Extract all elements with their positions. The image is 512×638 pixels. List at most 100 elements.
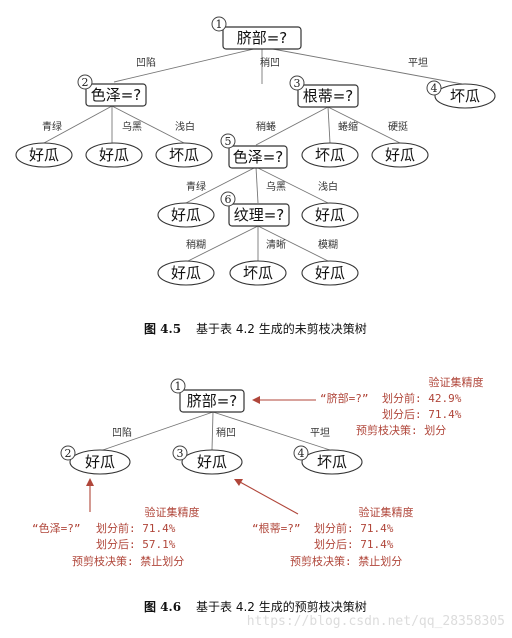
node-number-badge xyxy=(289,75,305,91)
leaf-node xyxy=(155,142,213,168)
figure-caption-label: 图 4.5 xyxy=(144,322,181,336)
leaf-label: 好瓜 xyxy=(315,206,345,224)
node-label: 脐部=? xyxy=(237,29,288,47)
leaf-node xyxy=(85,142,143,168)
leaf-label: 好瓜 xyxy=(29,146,59,164)
leaf-label: 好瓜 xyxy=(171,264,201,282)
annotation-title: 验证集精度 xyxy=(145,505,200,519)
node-label: 色泽=? xyxy=(233,148,284,166)
edge-label: 硬挺 xyxy=(388,120,408,133)
edge-2-a xyxy=(43,105,113,144)
node-number: 1 xyxy=(175,380,182,393)
edge-5-6 xyxy=(255,166,259,204)
annotation-after: 划分后: 71.4% xyxy=(382,408,462,421)
edge-label: 稍凹 xyxy=(260,56,280,69)
edge-label: 平坦 xyxy=(408,56,428,69)
leaf-node xyxy=(301,260,359,286)
node-number-badge xyxy=(426,80,442,96)
annotation-node-name: “根蒂=?” xyxy=(252,521,301,535)
node-number-badge xyxy=(60,445,76,461)
node-number: 2 xyxy=(65,447,72,460)
leaf-node-4 xyxy=(434,83,496,109)
edge-root-4 xyxy=(261,46,463,85)
arrow-to-leaf-3 xyxy=(239,481,299,515)
leaf-node xyxy=(157,202,215,228)
edge-label: 浅白 xyxy=(175,120,195,133)
leaf-node xyxy=(371,142,429,168)
node-number-badge xyxy=(220,133,236,149)
arrow-head xyxy=(86,478,94,486)
leaf-node xyxy=(157,260,215,286)
leaf-label: 坏瓜 xyxy=(243,264,273,282)
annotation-node-name: “色泽=?” xyxy=(32,521,81,535)
node-number: 3 xyxy=(294,77,301,90)
annotation-after: 划分后: 57.1% xyxy=(96,538,176,551)
figure-4-6: 凹陷 稍凹 平坦 脐部=? 1 好瓜 2 好瓜 3 坏瓜 4 验证集精度 xyxy=(32,375,484,614)
figure-caption-label: 图 4.6 xyxy=(144,600,181,614)
node-number-badge xyxy=(220,191,236,207)
node-number-badge xyxy=(170,378,186,394)
edge-5-c xyxy=(255,166,329,204)
node-label: 脐部=? xyxy=(187,392,238,410)
annotation-title: 验证集精度 xyxy=(429,375,484,389)
edge-3-b xyxy=(327,106,331,144)
annotation-decision: 预剪枝决策: 划分 xyxy=(356,423,446,437)
edge-label: 清晰 xyxy=(266,238,286,251)
leaf-node xyxy=(15,142,73,168)
edge-label: 稍凹 xyxy=(216,426,236,439)
node-3 xyxy=(297,84,359,108)
arrow-head xyxy=(252,396,260,404)
leaf-label: 好瓜 xyxy=(197,453,227,471)
node-number-badge xyxy=(172,445,188,461)
node-number: 4 xyxy=(431,82,438,95)
edge-label: 乌黑 xyxy=(122,120,142,133)
figure-caption-text: 基于表 4.2 生成的预剪枝决策树 xyxy=(196,599,367,614)
node-number-badge xyxy=(293,445,309,461)
edge-label: 青绿 xyxy=(42,120,62,133)
leaf-node-4 xyxy=(301,449,363,475)
leaf-label: 坏瓜 xyxy=(450,87,480,105)
edge-label: 稍糊 xyxy=(186,238,206,251)
edge-label: 青绿 xyxy=(186,180,206,193)
edge-6-c xyxy=(257,225,331,263)
watermark-text: https://blog.csdn.net/qq_28358305 xyxy=(247,614,505,629)
node-root xyxy=(222,26,302,50)
annotation-after: 划分后: 71.4% xyxy=(314,538,394,551)
edge-root-2 xyxy=(113,46,263,83)
node-label: 色泽=? xyxy=(91,86,142,104)
annotation-left: 验证集精度 “色泽=?” 划分前: 71.4% 划分后: 57.1% 预剪枝决策… xyxy=(32,505,200,568)
leaf-label: 好瓜 xyxy=(99,146,129,164)
node-label: 根蒂=? xyxy=(303,87,354,105)
leaf-label: 好瓜 xyxy=(315,264,345,282)
leaf-node-2 xyxy=(69,449,131,475)
edge-label: 浅白 xyxy=(318,180,338,193)
node-number-badge xyxy=(77,74,93,90)
edge-2-c xyxy=(111,105,185,144)
node-number: 1 xyxy=(216,18,223,31)
leaf-label: 坏瓜 xyxy=(315,146,345,164)
leaf-node xyxy=(229,260,287,286)
edge-root-2 xyxy=(99,411,214,452)
annotation-mid: 验证集精度 “根蒂=?” 划分前: 71.4% 划分后: 71.4% 预剪枝决策… xyxy=(252,505,414,568)
node-number: 6 xyxy=(225,193,232,206)
annotation-before: 划分前: 71.4% xyxy=(314,521,394,535)
node-number: 3 xyxy=(177,447,184,460)
leaf-node xyxy=(301,142,359,168)
leaf-label: 好瓜 xyxy=(171,206,201,224)
figure-caption-text: 基于表 4.2 生成的未剪枝决策树 xyxy=(196,321,367,336)
figure-4-5: 凹陷 稍凹 平坦 青绿 乌黑 浅白 稍蜷 蜷缩 硬挺 青绿 乌黑 浅白 稍糊 清… xyxy=(15,16,496,336)
annotation-decision: 预剪枝决策: 禁止划分 xyxy=(290,554,402,568)
annotation-node-name: “脐部=?” xyxy=(320,391,369,405)
leaf-node-3 xyxy=(181,449,243,475)
node-label: 纹理=? xyxy=(234,206,285,224)
node-5 xyxy=(228,145,288,169)
annotation-root: 验证集精度 “脐部=?” 划分前: 42.9% 划分后: 71.4% 预剪枝决策… xyxy=(320,375,484,437)
annotation-decision: 预剪枝决策: 禁止划分 xyxy=(72,554,184,568)
edge-root-3 xyxy=(211,411,214,451)
edge-label: 平坦 xyxy=(310,426,330,439)
edge-label: 稍蜷 xyxy=(256,120,276,133)
node-root xyxy=(179,389,245,413)
node-6 xyxy=(228,203,290,227)
